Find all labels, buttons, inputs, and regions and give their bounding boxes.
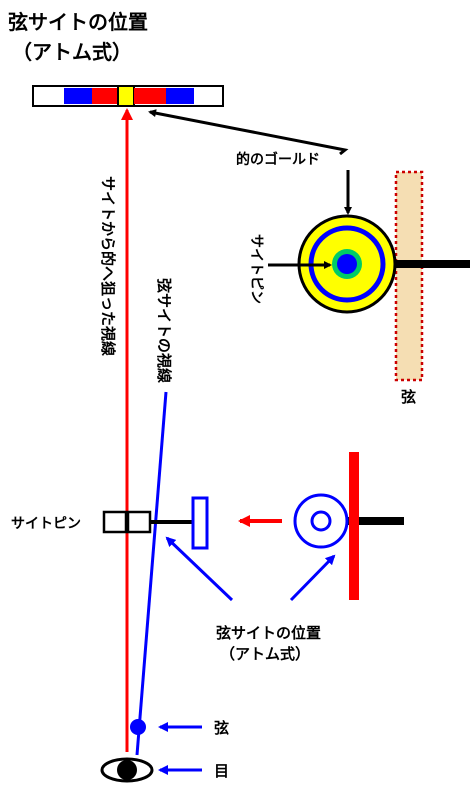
mid-string-view	[293, 452, 404, 600]
caption-arrow-right	[289, 554, 336, 602]
blue-string-sight-line	[135, 391, 168, 756]
sight-to-target-line-label: サイトから的へ狙った視線	[99, 176, 117, 356]
sight-pin-mid-label: サイトピン	[11, 516, 81, 532]
string-sight-line-label: 弦サイトの視線	[155, 278, 173, 383]
mid-sight-assembly	[102, 496, 209, 550]
sight-pin-top-label: サイトピン	[248, 234, 264, 304]
gold-pointer-arrow	[148, 109, 349, 156]
target-strip	[32, 85, 224, 107]
legend-eye-label: 目	[214, 762, 229, 780]
string-dot	[130, 719, 146, 735]
caption-arrow-left	[165, 536, 234, 602]
string-right-label: 弦	[401, 388, 416, 406]
gold-label: 的のゴールド	[236, 151, 320, 168]
page-subtitle: （アトム式）	[12, 40, 132, 64]
page-title: 弦サイトの位置	[8, 10, 148, 34]
legend-string-label: 弦	[214, 719, 229, 737]
bow-limb-dotted	[394, 170, 424, 382]
bottom-caption-line1: 弦サイトの位置	[216, 624, 321, 642]
eye-icon	[100, 757, 154, 783]
bottom-caption-line2: （アトム式）	[220, 645, 310, 663]
